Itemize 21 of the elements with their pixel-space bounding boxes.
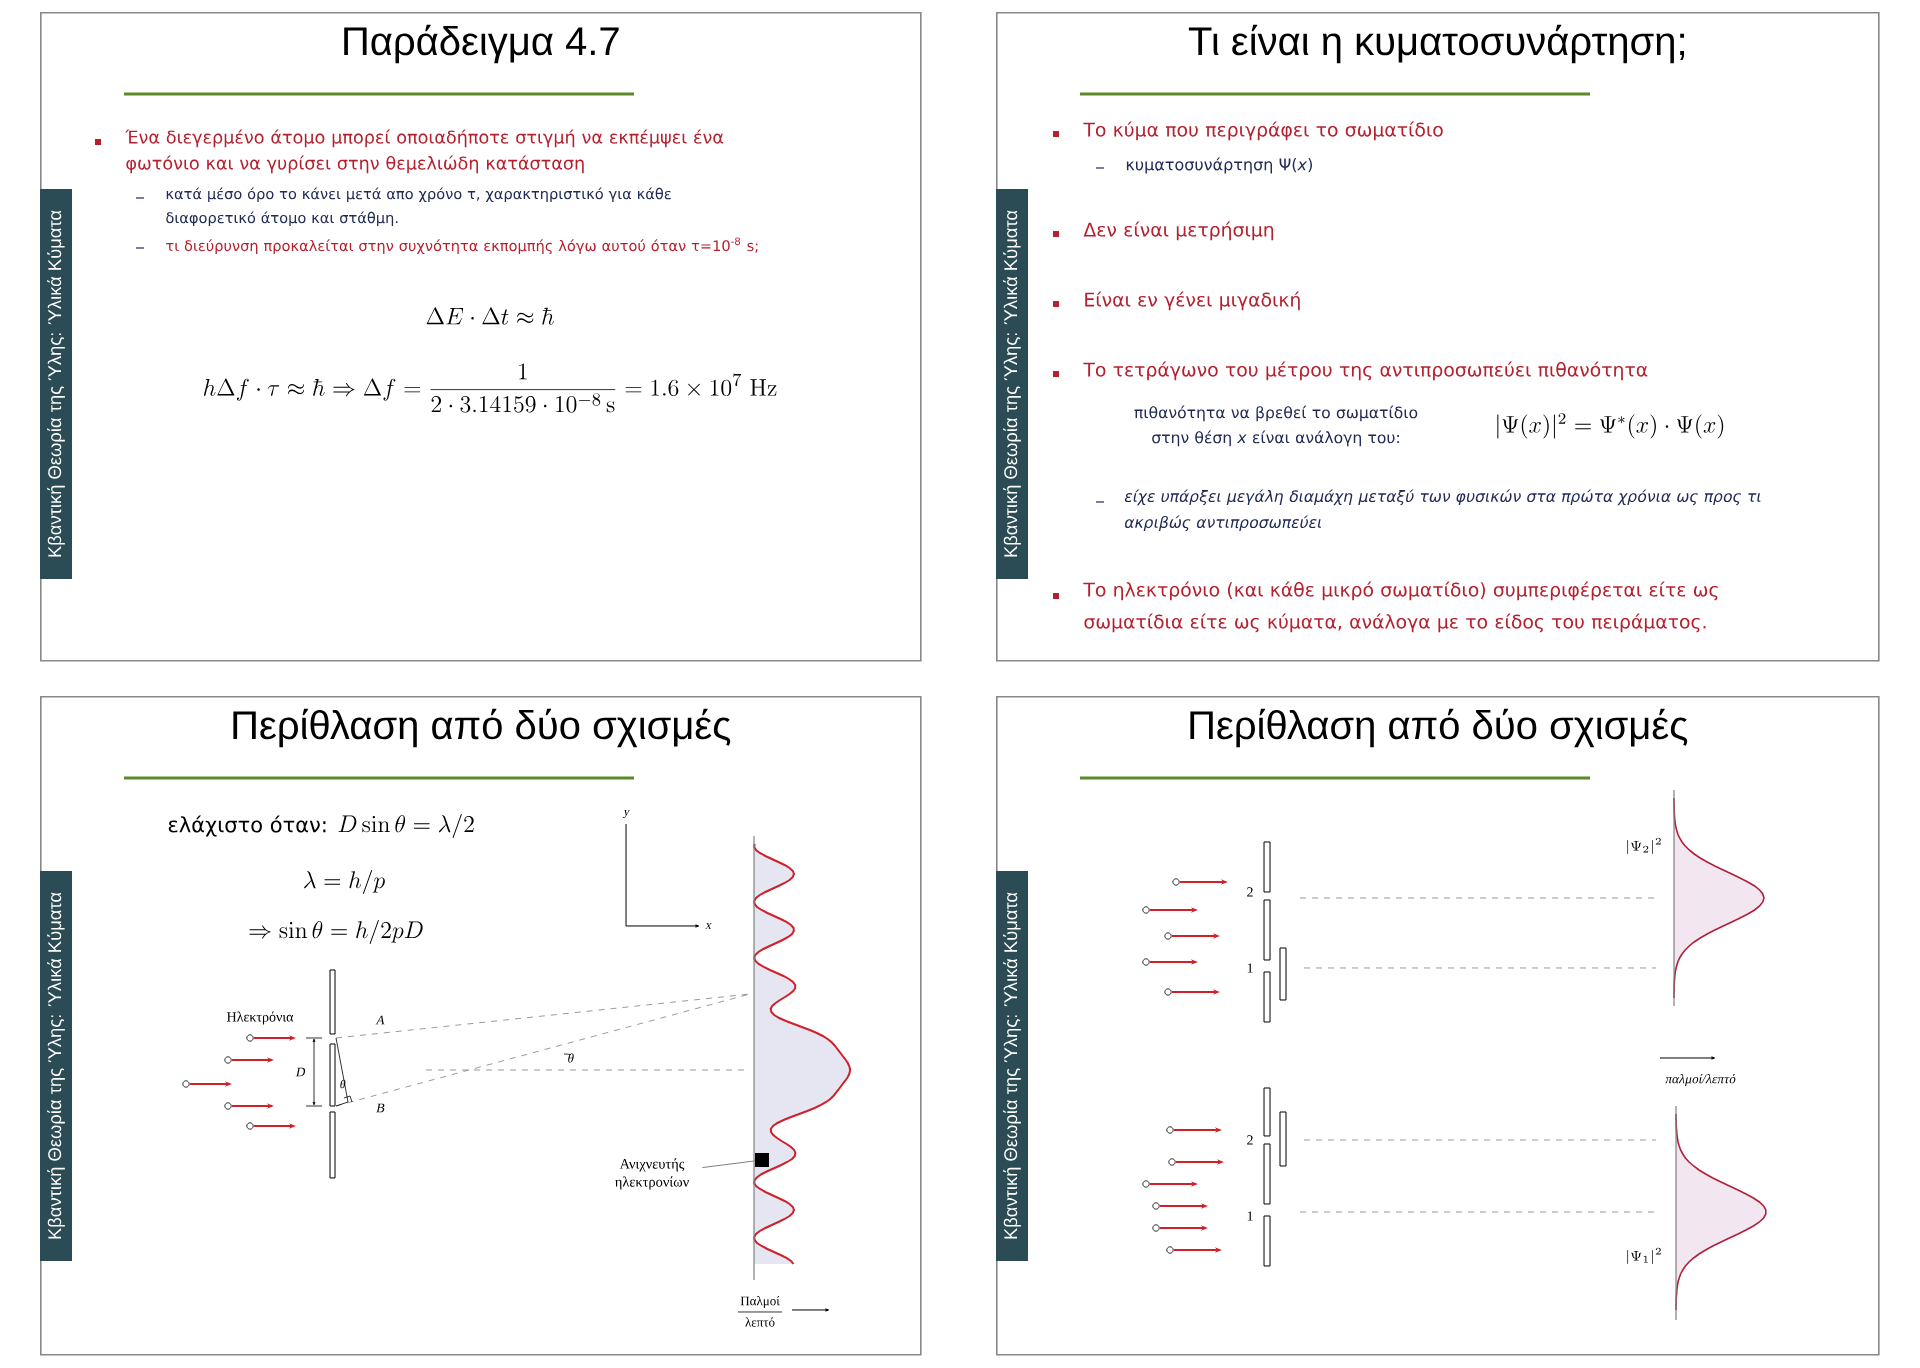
side-band: Κβαντική Θεωρία της Ύλης: Ύλικά Κύματα	[40, 871, 72, 1261]
formula: $\lambda=h/p$	[304, 870, 385, 894]
side-band: Κβαντική Θεωρία της Ύλης: Ύλικά Κύματα	[40, 189, 72, 579]
side-band: Κβαντική Θεωρία της Ύλης: Ύλικά Κύματα	[996, 189, 1028, 579]
formula: $D\sin\theta=\lambda/2$	[338, 814, 474, 838]
bullet-text: Το τετράγωνο του μέτρου της αντιπροσωπεύει πιθανότητα	[1083, 361, 1648, 381]
formula: $\Rightarrow\sin\theta=h/2pD$	[249, 920, 423, 944]
formula: $\Delta E\cdot\Delta t\approx\hbar$	[426, 307, 554, 325]
formula: $|\Psi(x)|^{2}=\Psi^{*}(x)\cdot\Psi(x)$	[1497, 413, 1724, 439]
bullet-text: Το κύμα που περιγράφει το σωματίδιο	[1083, 121, 1443, 141]
leader-line	[701, 1160, 756, 1169]
curve-label: $|\Psi_{2}|^{2}$	[1627, 837, 1661, 854]
formula: $h\Delta f\cdot\tau\approx\hbar\Rightarrow\Delta f=\frac{1}{2\cdot 3.14159\cdot 10^{-8}\,\mathrm{s}}=1.6\times 10^{7}\ \mathrm{Hz}$	[203, 363, 777, 413]
bullet-text: Ένα διεγερμένο άτομο μπορεί οποιαδήποτε στιγμή να εκπέμψει ένα φωτόνιο και να γυρίσει στην θεμελιώδη κατάσταση	[125, 129, 724, 174]
sub-bullet-text: κυματοσυνάρτηση Ψ(x)	[1126, 157, 1312, 174]
bullet-text: Είναι εν γένει μιγαδική	[1085, 291, 1300, 311]
formula-text: ελάχιστο όταν:	[168, 815, 326, 837]
bullet-text: Δεν είναι μετρήσιμη	[1083, 221, 1274, 241]
side-band: Κβαντική Θεωρία της Ύλης: Ύλικά Κύματα	[996, 871, 1028, 1261]
curve-label: $|\Psi_{1}|^{2}$	[1627, 1247, 1661, 1264]
bullet-text: Το ηλεκτρόνιο (και κάθε μικρό σωματίδιο) συμπεριφέρεται είτε ως σωματίδια είτε ως κύματα, ανάλογα με το είδος του πειράματος.	[1083, 581, 1718, 633]
